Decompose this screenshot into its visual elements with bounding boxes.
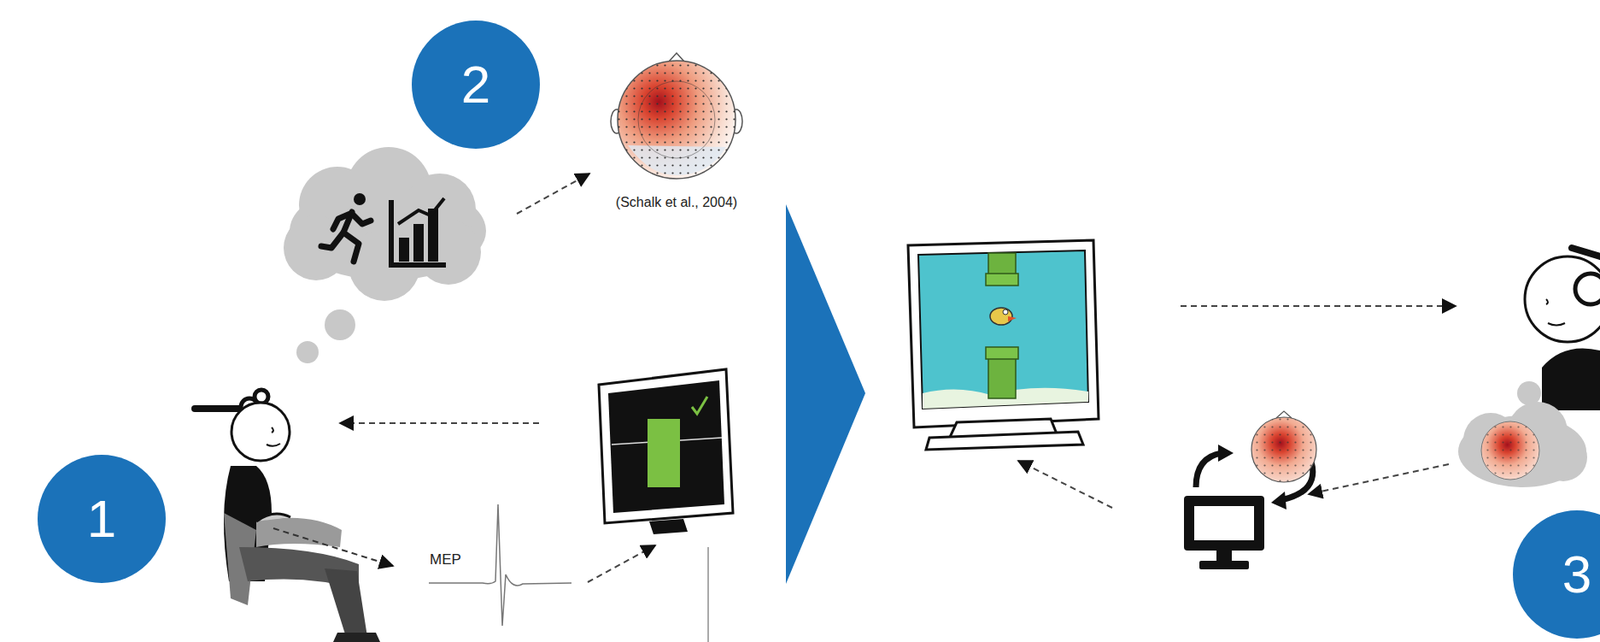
dashed-arrow xyxy=(587,545,656,582)
dashed-arrow xyxy=(1018,460,1113,508)
seated-person xyxy=(194,389,393,642)
dashed-arrow xyxy=(1308,463,1449,494)
callout-circle: 1 xyxy=(37,454,166,583)
citation-label: (Schalk et al., 2004) xyxy=(615,194,738,211)
game-monitor xyxy=(908,240,1099,450)
dashed-arrow xyxy=(339,421,540,424)
callout-number: 3 xyxy=(1562,547,1592,601)
scalp-map xyxy=(610,52,743,179)
mep-waveform xyxy=(428,504,572,626)
stage-arrow xyxy=(785,204,866,584)
thought-cloud xyxy=(283,146,487,364)
signal-label: MEP xyxy=(429,551,462,569)
dashed-arrow xyxy=(516,173,590,214)
callout-number: 1 xyxy=(87,492,117,546)
decoder-computer xyxy=(1183,410,1317,569)
feedback-monitor xyxy=(598,369,733,534)
dashed-arrow xyxy=(1180,304,1456,307)
thought-cloud xyxy=(1458,401,1588,487)
callout-circle: 2 xyxy=(411,20,540,149)
divider-line xyxy=(707,546,710,642)
running-icon xyxy=(321,193,371,262)
callout-number: 2 xyxy=(461,58,491,112)
chart-icon xyxy=(391,198,446,265)
player-person xyxy=(1517,247,1600,411)
callout-circle: 3 xyxy=(1512,509,1600,639)
